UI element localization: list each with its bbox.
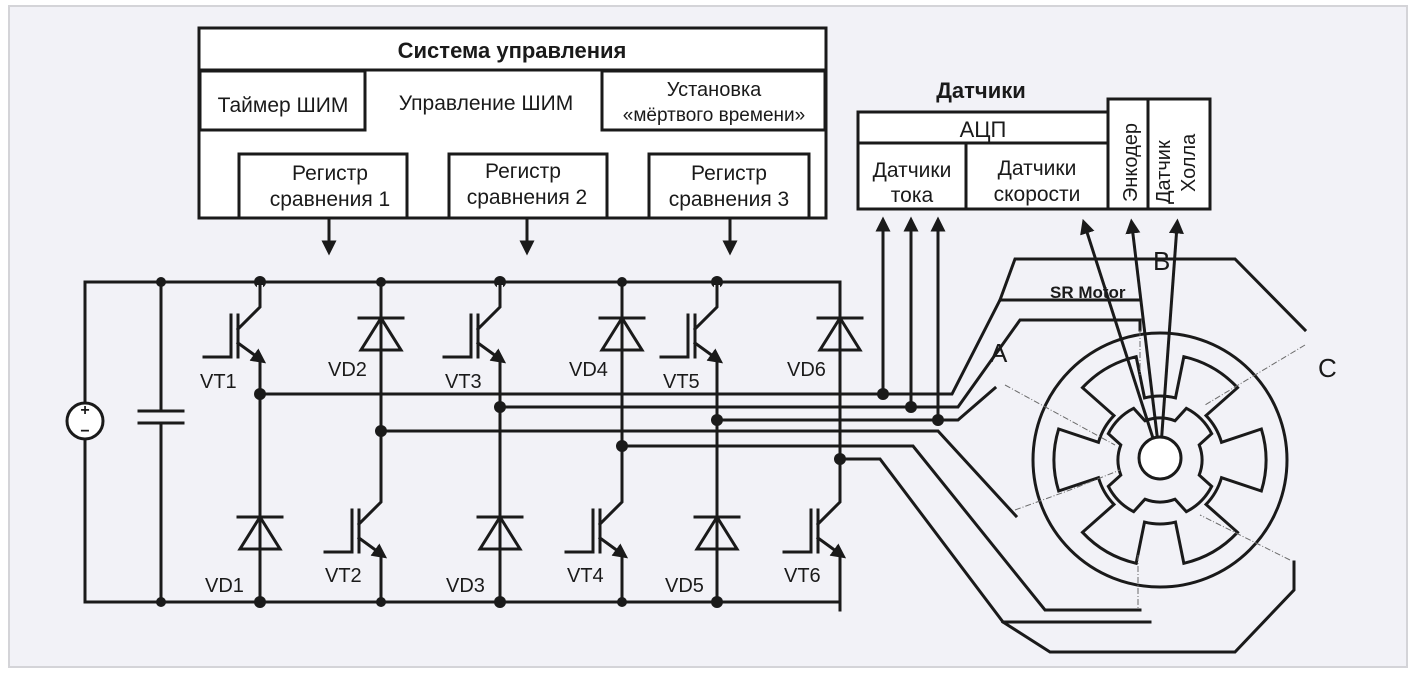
- register-3-line1: Регистр: [691, 162, 767, 185]
- vt6-label: VT6: [784, 565, 821, 587]
- compare-register-3: Регистр сравнения 3: [647, 152, 811, 220]
- current-feedback-arrows: [875, 216, 946, 422]
- dead-time-box: [600, 69, 827, 132]
- pwm-timer-label: Таймер ШИМ: [218, 94, 349, 117]
- vd1-label: VD1: [205, 575, 244, 597]
- igbt-vt1: [202, 283, 267, 371]
- diode-vd3: [476, 514, 524, 551]
- vt3-label: VT3: [445, 371, 482, 393]
- arrow-up-icon: [1125, 218, 1162, 462]
- control-system-block: Система управления Таймер ШИМ Управление…: [197, 26, 828, 220]
- stator-pole-outline: [1052, 354, 1268, 566]
- stator-outer-ring: [1031, 331, 1289, 589]
- rotor-shaft: [1137, 435, 1183, 481]
- igbt-vt2: [323, 478, 388, 566]
- diode-vd5: [693, 514, 741, 551]
- encoder-box: [1106, 97, 1150, 211]
- source-plus-sign: +: [80, 402, 89, 419]
- inverter-legs: [258, 280, 719, 604]
- dead-time-line1: Установка: [667, 79, 762, 101]
- register-2-line1: Регистр: [485, 160, 561, 183]
- hall-sensor-line1: Датчик: [1153, 140, 1175, 204]
- emitter-arrow-icon: [692, 340, 724, 364]
- diode-vd4: [598, 315, 646, 352]
- vd6-label: VD6: [787, 359, 826, 381]
- phase-c-label: C: [1318, 353, 1337, 383]
- sr-motor: SR Motor A B C: [990, 246, 1337, 610]
- diode-triangle-icon: [237, 514, 283, 551]
- diode-triangle-icon: [817, 315, 863, 352]
- emitter-arrow-icon: [815, 535, 847, 559]
- diode-triangle-icon: [477, 514, 523, 551]
- sensors-block: Датчики АЦП Датчики тока Датчики скорост…: [856, 78, 1212, 211]
- encoder-label: Энкодер: [1120, 123, 1142, 202]
- pwm-control-label: Управление ШИМ: [399, 92, 573, 115]
- power-devices: [202, 283, 864, 566]
- emitter-arrow-icon: [235, 340, 267, 364]
- emitter-arrow-icon: [597, 535, 629, 559]
- rotor-pole-outline: [1106, 406, 1214, 514]
- speed-sensors-line2: скорости: [994, 183, 1081, 206]
- adc-label: АЦП: [960, 117, 1007, 142]
- voltage-source-icon: [65, 401, 105, 441]
- speed-sensors-line1: Датчики: [998, 157, 1077, 180]
- compare-register-1: Регистр сравнения 1: [237, 152, 409, 220]
- pwm-timer-box: [198, 69, 367, 132]
- vt4-label: VT4: [567, 565, 604, 587]
- hall-sensor-line2: Холла: [1178, 133, 1200, 192]
- control-system-title: Система управления: [398, 38, 627, 63]
- igbt-vt3: [442, 283, 507, 371]
- igbt-vt4: [564, 478, 629, 566]
- dc-bus: [83, 277, 842, 612]
- diode-triangle-icon: [599, 315, 645, 352]
- compare-register-2: Регистр сравнения 2: [447, 152, 609, 220]
- vd2-label: VD2: [328, 359, 367, 381]
- register-1-line2: сравнения 1: [270, 188, 391, 211]
- vd3-label: VD3: [446, 575, 485, 597]
- register-1-line1: Регистр: [292, 162, 368, 185]
- source-minus-sign: −: [80, 423, 89, 440]
- diode-triangle-icon: [358, 315, 404, 352]
- current-sensors-line1: Датчики: [873, 159, 952, 182]
- emitter-arrow-icon: [475, 340, 507, 364]
- register-3-line2: сравнения 3: [669, 188, 790, 211]
- phase-wires: [254, 257, 1308, 654]
- register-2-line2: сравнения 2: [467, 186, 588, 209]
- vt1-label: VT1: [200, 371, 237, 393]
- current-sensors-line2: тока: [891, 184, 934, 207]
- vd5-label: VD5: [665, 575, 704, 597]
- diode-triangle-icon: [694, 514, 740, 551]
- emitter-arrow-icon: [356, 535, 388, 559]
- dc-source: + −: [65, 401, 105, 441]
- motor-label: SR Motor: [1050, 283, 1126, 302]
- vt2-label: VT2: [325, 565, 362, 587]
- arrow-up-icon: [1080, 218, 1162, 462]
- vt5-label: VT5: [663, 371, 700, 393]
- control-signal-arrows: [321, 217, 738, 256]
- rail-junctions: [254, 276, 723, 608]
- diode-vd1: [236, 514, 284, 551]
- stator-poles: [1052, 354, 1268, 566]
- arrow-up-icon: [1158, 218, 1184, 462]
- vd4-label: VD4: [569, 359, 608, 381]
- diode-vd6: [816, 315, 864, 352]
- phase-b-label: B: [1153, 246, 1170, 276]
- igbt-vt6: [782, 478, 847, 566]
- hall-sensor-box: [1146, 97, 1212, 211]
- sensors-title: Датчики: [936, 78, 1026, 103]
- diode-vd2: [357, 315, 405, 352]
- igbt-vt5: [659, 283, 724, 371]
- rotor: [1106, 406, 1214, 514]
- phase-a-label: A: [990, 338, 1008, 368]
- device-labels: VT1 VT2 VT3 VT4 VT5 VT6 VD1 VD2 VD3 VD4 …: [200, 359, 826, 597]
- dead-time-line2: «мёртвого времени»: [623, 105, 805, 126]
